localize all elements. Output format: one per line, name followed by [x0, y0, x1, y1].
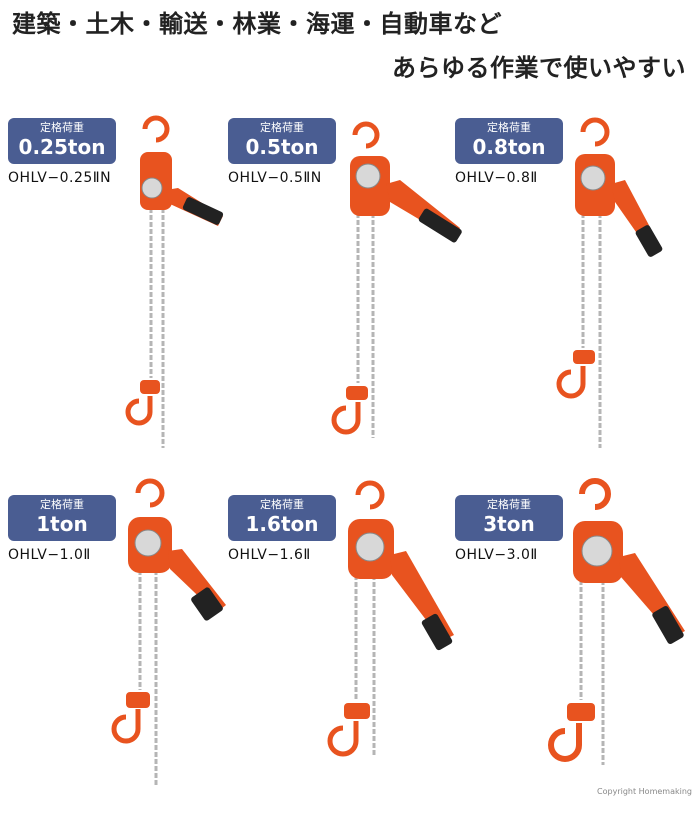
headline-line-2: あらゆる作業で使いやすい [392, 54, 686, 82]
capacity-badge: 定格荷重 3ton [455, 495, 563, 541]
model-number: OHLV−1.6Ⅱ [228, 547, 311, 563]
copyright-notice: Copyright Homemaking [597, 787, 692, 796]
badge-capacity: 3ton [483, 512, 535, 536]
badge-capacity: 1.6ton [245, 512, 319, 536]
product-card-1ton: 定格荷重 1ton OHLV−1.0Ⅱ [8, 478, 228, 840]
product-card-0.25ton: 定格荷重 0.25ton OHLV−0.25ⅡN [8, 115, 228, 463]
headline-line-1: 建築・土木・輸送・林業・海運・自動車など [12, 10, 502, 38]
lever-hoist-icon [125, 115, 224, 448]
model-number: OHLV−0.8Ⅱ [455, 170, 538, 186]
lever-hoist-icon [548, 478, 685, 765]
badge-caption: 定格荷重 [487, 498, 531, 511]
lever-hoist-icon [327, 480, 454, 757]
model-number: OHLV−0.5ⅡN [228, 170, 322, 186]
badge-caption: 定格荷重 [40, 121, 84, 134]
capacity-badge: 定格荷重 0.5ton [228, 118, 336, 164]
lever-hoist-icon [556, 117, 663, 448]
badge-caption: 定格荷重 [260, 121, 304, 134]
badge-capacity: 0.8ton [472, 135, 546, 159]
lever-hoist-icon [331, 121, 462, 438]
capacity-badge: 定格荷重 1.6ton [228, 495, 336, 541]
badge-capacity: 0.5ton [245, 135, 319, 159]
model-number: OHLV−3.0Ⅱ [455, 547, 538, 563]
capacity-badge: 定格荷重 0.8ton [455, 118, 563, 164]
badge-capacity: 1ton [36, 512, 88, 536]
capacity-badge: 定格荷重 0.25ton [8, 118, 116, 164]
model-number: OHLV−0.25ⅡN [8, 170, 112, 186]
badge-caption: 定格荷重 [40, 498, 84, 511]
capacity-badge: 定格荷重 1ton [8, 495, 116, 541]
lever-hoist-icon [111, 478, 226, 785]
badge-capacity: 0.25ton [18, 135, 106, 159]
badge-caption: 定格荷重 [260, 498, 304, 511]
product-card-3ton: 定格荷重 3ton OHLV−3.0Ⅱ [455, 478, 685, 840]
model-number: OHLV−1.0Ⅱ [8, 547, 91, 563]
product-card-0.8ton: 定格荷重 0.8ton OHLV−0.8Ⅱ [455, 117, 675, 463]
product-card-1.6ton: 定格荷重 1.6ton OHLV−1.6Ⅱ [228, 480, 454, 840]
badge-caption: 定格荷重 [487, 121, 531, 134]
product-card-0.5ton: 定格荷重 0.5ton OHLV−0.5ⅡN [228, 118, 462, 463]
